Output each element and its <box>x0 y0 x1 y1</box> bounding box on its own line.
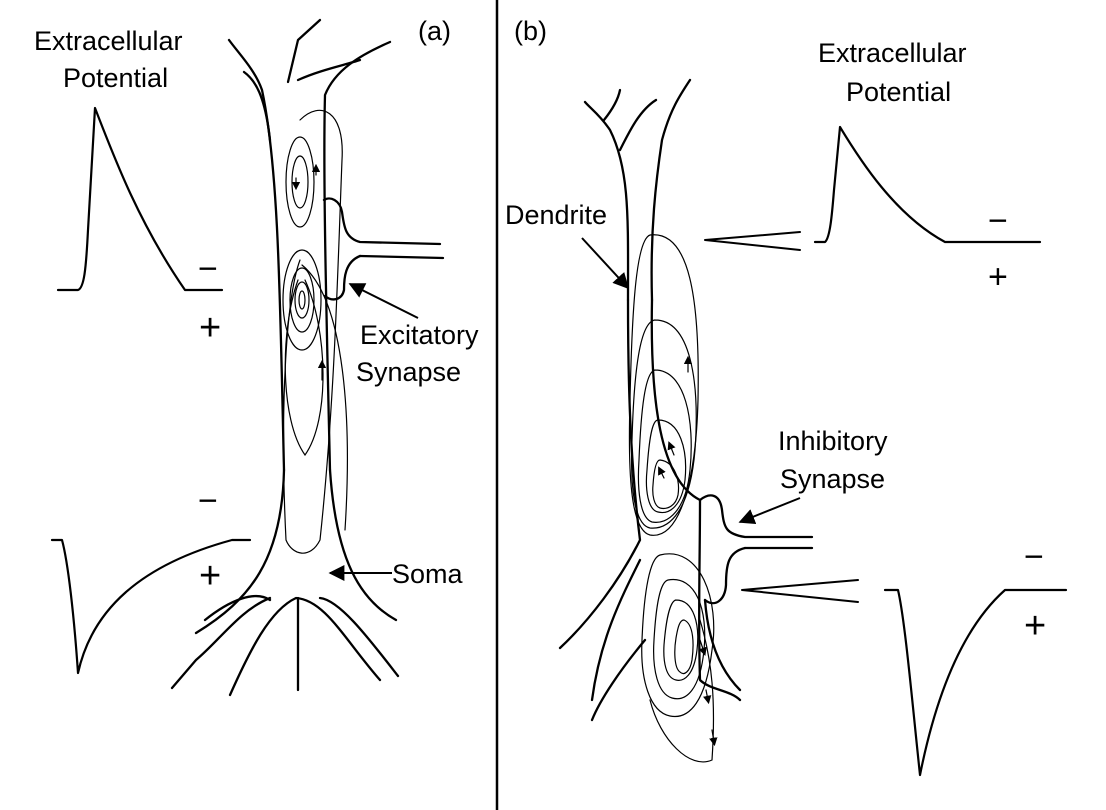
panel-a: (a) Extracellular Potential − + − + <box>34 16 479 695</box>
panel-a-current-flow-lines <box>283 110 347 553</box>
panel-b-dendrite-label: Dendrite <box>505 200 607 230</box>
panel-a-bottom-minus: − <box>198 482 218 520</box>
panel-a-synapse-label-line2: Synapse <box>356 357 461 387</box>
panel-b-dendrite-arrow <box>582 238 628 288</box>
panel-b-potential-label-line1: Extracellular <box>818 38 967 68</box>
panel-b-synapse-arrow <box>740 498 800 522</box>
panel-a-top-minus: − <box>198 250 218 288</box>
panel-b-synapse-label-line2: Synapse <box>780 464 885 494</box>
panel-a-potential-label-line1: Extracellular <box>34 26 183 56</box>
panel-a-potential-label-line2: Potential <box>63 63 168 93</box>
panel-b-top-minus: − <box>988 202 1008 240</box>
panel-a-bottom-plus: + <box>199 555 221 597</box>
panel-b-bottom-minus: − <box>1024 538 1044 576</box>
panel-a-synapse-arrow <box>350 284 418 318</box>
panel-a-top-plus: + <box>199 307 221 349</box>
panel-b-lower-electrode <box>742 580 858 602</box>
panel-b-synapse-label-line1: Inhibitory <box>778 426 888 456</box>
panel-a-synapse-label-line1: Excitatory <box>360 320 479 350</box>
panel-a-soma-label: Soma <box>392 559 464 589</box>
panel-b-top-plus: + <box>988 258 1008 296</box>
panel-b-bottom-plus: + <box>1024 605 1046 647</box>
panel-b-upper-electrode <box>705 232 800 250</box>
panel-b-potential-label-line2: Potential <box>846 77 951 107</box>
panel-b-neuron-outline <box>560 80 812 720</box>
panel-b: (b) Extracellular Potential − + − + <box>505 16 1066 775</box>
panel-a-tag: (a) <box>418 16 451 46</box>
panel-b-tag: (b) <box>514 16 547 46</box>
